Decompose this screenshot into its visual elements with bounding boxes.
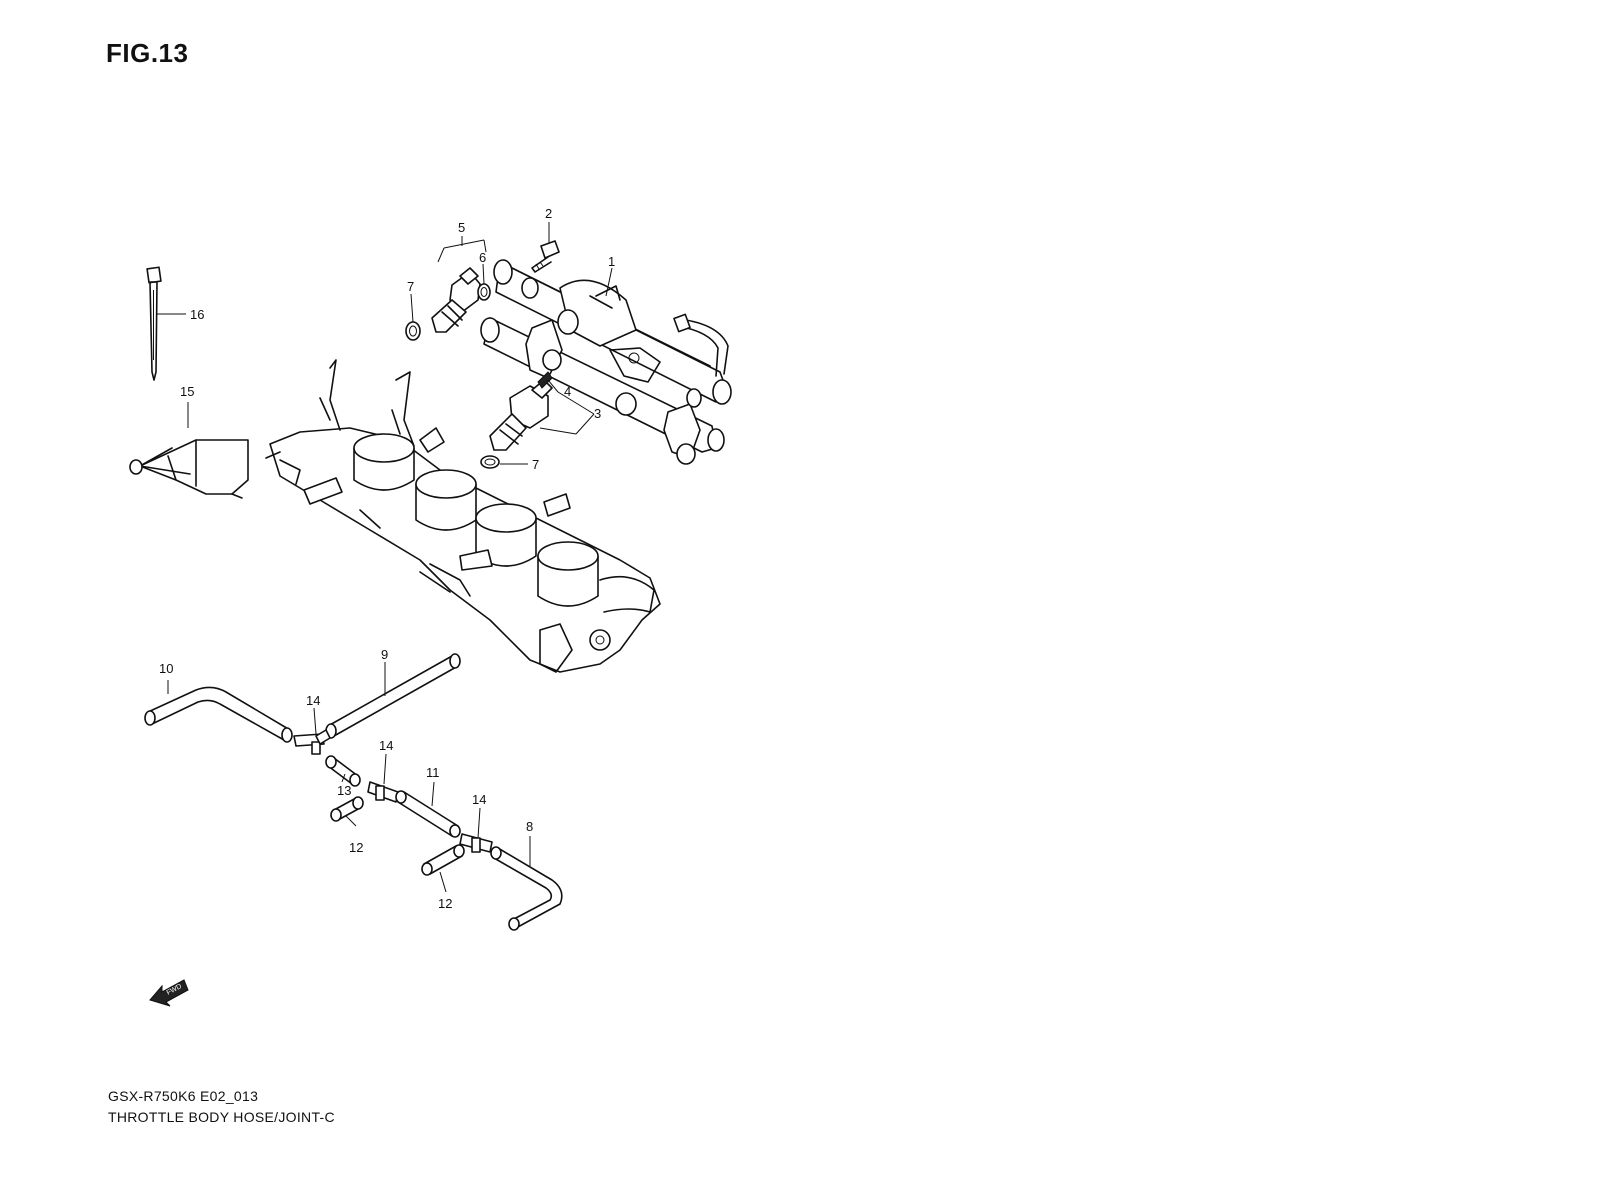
callout-labels: 1 2 3 4 5 6 7 7 8 9 10 11 12 12 13 14 14… [159,206,615,911]
part-14-joint-b[interactable] [367,781,399,803]
part-14-joint-c[interactable] [459,833,493,853]
callout-10: 10 [159,661,173,676]
part-1-fuel-delivery-pipe[interactable] [480,259,732,465]
figure-title: FIG.13 [106,38,189,68]
leader-lines [156,222,613,893]
part-3-injector-lower[interactable] [489,379,553,451]
callout-12-upper: 12 [349,840,363,855]
callout-5: 5 [458,220,465,235]
part-14-joint-a[interactable] [293,729,331,755]
part-7-o-ring-lower[interactable] [480,455,500,469]
callout-12-lower: 12 [438,896,452,911]
callout-7-upper: 7 [407,279,414,294]
part-8-hose[interactable] [490,846,563,931]
part-12-hose-lower[interactable] [421,844,465,876]
model-code: GSX-R750K6 E02_013 [108,1088,259,1104]
section-title: THROTTLE BODY HOSE/JOINT-C [108,1109,335,1125]
callout-7-lower: 7 [532,457,539,472]
part-7-o-ring-upper[interactable] [405,321,421,341]
callout-14-c: 14 [472,792,486,807]
part-2-bolt[interactable] [531,240,560,273]
part-5-injector-upper[interactable] [431,267,481,333]
callout-14-b: 14 [379,738,393,753]
part-12-hose-upper[interactable] [330,796,364,822]
part-9-hose[interactable] [325,653,461,739]
callout-13: 13 [337,783,351,798]
callout-14-a: 14 [306,693,320,708]
throttle-bore-3 [475,503,537,567]
callout-15: 15 [180,384,194,399]
callout-8: 8 [526,819,533,834]
callout-9: 9 [381,647,388,662]
callout-3: 3 [594,406,601,421]
part-4-o-ring[interactable] [537,371,553,389]
part-16-cable-tie[interactable] [146,266,162,381]
footer: GSX-R750K6 E02_013 THROTTLE BODY HOSE/JO… [108,1086,335,1128]
callout-4: 4 [564,384,571,399]
callout-2: 2 [545,206,552,221]
throttle-bore-1 [353,433,415,491]
fwd-arrow-icon: FWD [149,979,189,1007]
throttle-bore-2 [415,469,477,531]
callout-6: 6 [479,250,486,265]
callout-16: 16 [190,307,204,322]
part-11-hose[interactable] [395,790,461,838]
part-15-cover[interactable] [129,439,249,499]
callout-1: 1 [608,254,615,269]
throttle-body-assembly[interactable] [265,359,661,673]
part-10-hose[interactable] [144,686,293,743]
part-6-o-ring[interactable] [477,283,491,301]
throttle-bore-4 [537,541,599,607]
part-13-hose[interactable] [325,755,361,787]
callout-11: 11 [426,765,440,780]
